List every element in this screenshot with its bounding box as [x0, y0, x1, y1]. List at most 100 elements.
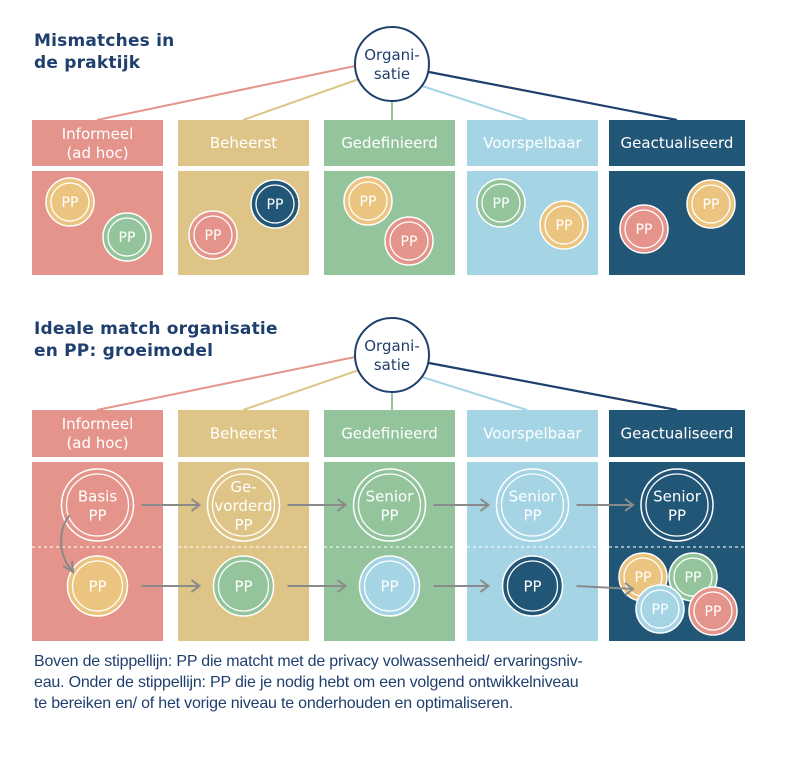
connector-line: [96, 65, 356, 121]
pp-coin-label: PP: [62, 195, 79, 211]
pp-coin-inner-ring: [640, 589, 680, 629]
pp-coin-inner-ring: [348, 181, 388, 221]
level-header-label: Beheerst: [210, 425, 277, 443]
pp-coin-outer: [66, 555, 129, 617]
arrow-head-icon: [479, 498, 491, 512]
level-header-label: Informeel: [62, 125, 134, 143]
organisatie-label: Organi-: [364, 337, 420, 355]
pp-coin-outer: [212, 555, 275, 617]
pp-coin-inner-ring: [255, 184, 295, 224]
level-header-navy: [609, 410, 745, 457]
level-header-label: (ad hoc): [66, 144, 128, 162]
pp-coin-label: PP: [685, 570, 702, 586]
pp-coin-outer: [539, 200, 589, 250]
level-header-green: [324, 410, 455, 457]
arrow-shaft: [60, 514, 73, 571]
pp-coin-label: PP: [360, 194, 377, 210]
pp-coin-outer: [358, 555, 421, 617]
pp-coin: PP: [539, 200, 589, 250]
progression-arrow: [287, 498, 348, 512]
level-header-label: Voorspelbaar: [483, 134, 582, 152]
pp-level-inner-ring: [211, 473, 276, 537]
pp-coin-inner-ring: [50, 182, 90, 222]
pp-coin-label: PP: [205, 228, 222, 244]
level-header-green: [324, 120, 455, 166]
progression-arrows: [60, 498, 635, 596]
pp-coin: PP: [688, 586, 738, 636]
arrow-head-icon: [624, 582, 635, 596]
connector-line: [242, 369, 360, 411]
level-header-navy: [609, 120, 745, 166]
level-header-label: Gedefinieerd: [341, 134, 438, 152]
pp-coin-inner-ring: [691, 184, 731, 224]
pp-level-outer-ring: [495, 468, 570, 542]
pp-coin-inner-ring: [693, 591, 733, 631]
arrow-shaft: [576, 585, 634, 590]
pp-coin: PP: [358, 555, 421, 617]
progression-arrow: [141, 498, 202, 512]
pp-coin-outer: [619, 204, 669, 254]
pp-level-label: PP: [523, 507, 541, 525]
pp-coin: PP: [384, 216, 434, 266]
level-header-label: Informeel: [62, 415, 134, 433]
pp-coin: PP: [102, 212, 152, 262]
arrow-head-icon: [479, 579, 491, 593]
pp-coin-outer: [686, 179, 736, 229]
pp-level-label: PP: [668, 507, 686, 525]
pp-coin-outer: [250, 179, 300, 229]
progression-arrow: [576, 498, 635, 512]
organisatie-circle: [354, 26, 430, 102]
connector-line: [242, 78, 360, 121]
pp-coin-label: PP: [705, 604, 722, 620]
pp-coin-outer: [384, 216, 434, 266]
pp-coin-label: PP: [401, 234, 418, 250]
connector-line: [428, 361, 678, 412]
pp-level-label: Basis: [78, 488, 117, 506]
level-header-yellow: [178, 410, 309, 457]
pp-level-label: Senior: [509, 488, 558, 506]
level-header-label: (ad hoc): [66, 434, 128, 452]
pp-level-inner-ring: [500, 473, 565, 537]
pp-level-label: PP: [234, 516, 252, 534]
pp-level-label: vorderd: [214, 497, 272, 515]
pp-level-inner-ring: [645, 473, 709, 537]
pp-level-label: Senior: [653, 488, 702, 506]
pp-level-inner-ring: [65, 473, 130, 537]
pp-level-outer-ring: [352, 468, 427, 542]
pp-coin-inner-ring: [544, 205, 584, 245]
pp-coin-label: PP: [234, 577, 252, 595]
progression-arrow: [433, 579, 491, 593]
section-title-line: Ideale match organisatie: [34, 319, 278, 339]
caption-line: te bereiken en/ of het vorige niveau te …: [34, 695, 513, 712]
section-title-ideal-match: Ideale match organisatie en PP: groeimod…: [34, 318, 278, 362]
pp-coin-outer: [188, 210, 238, 260]
level-header-red: [32, 120, 163, 166]
pp-level-label: Ge-: [230, 478, 256, 496]
level-column-top: Informeel(ad hoc) PP PP: [32, 120, 163, 275]
caption: Boven de stippellijn: PP die matcht met …: [34, 651, 774, 714]
arrow-head-icon: [190, 498, 202, 512]
pp-level-inner-ring: [357, 473, 422, 537]
level-header-lightblue: [467, 120, 598, 166]
section-title-mismatches: Mismatches in de praktijk: [34, 30, 174, 74]
pp-coin: PP: [501, 555, 564, 617]
organisatie-circle: [354, 317, 430, 393]
arrow-head-icon: [336, 498, 348, 512]
pp-coin-label: PP: [556, 218, 573, 234]
pp-coin-outer: [343, 176, 393, 226]
pp-coin: PP: [45, 177, 95, 227]
pp-coin-outer: [45, 177, 95, 227]
pp-coin-label: PP: [523, 577, 541, 595]
pp-coin-outer: [476, 178, 526, 228]
pp-coin-inner-ring: [217, 560, 270, 612]
pp-coin: PP: [635, 584, 685, 634]
pp-level-outer-ring: [640, 468, 714, 542]
